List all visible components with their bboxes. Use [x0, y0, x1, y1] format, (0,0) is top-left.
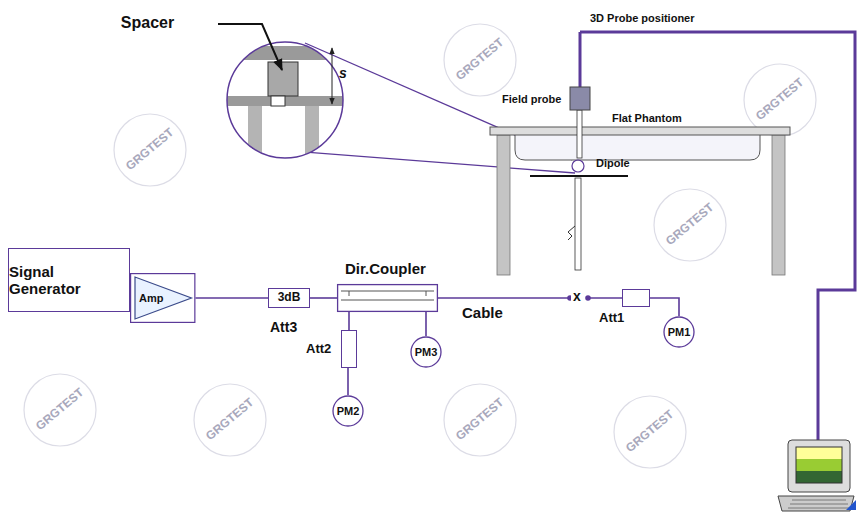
flat-phantom [490, 127, 790, 275]
part-label: Flat Phantom [612, 112, 682, 124]
rf-cable-part [586, 296, 590, 300]
spacer-detail-part [227, 42, 347, 172]
component-box: Spacer [80, 2, 215, 44]
part-name: Att1 [599, 311, 624, 326]
computer-part [788, 500, 850, 508]
field-probe-part [579, 32, 582, 87]
dimension-arrow [332, 48, 333, 104]
watermark: GRGTEST [664, 201, 717, 248]
watermark: GRGTEST [624, 408, 677, 455]
computer-part [796, 471, 842, 483]
dipole-part [568, 226, 575, 240]
part-label: s [339, 66, 347, 81]
field-probe-part [570, 87, 590, 110]
watermark: GRGTEST [454, 396, 507, 443]
flat-phantom-part [490, 127, 790, 135]
computer-part [796, 447, 842, 459]
positioner-cable [580, 32, 855, 440]
rf-cable [195, 297, 268, 299]
watermark: GRGTEST [34, 386, 87, 433]
watermark: GRGTEST [204, 396, 257, 443]
rf-cable [438, 296, 622, 300]
box-label: PM1 [668, 326, 691, 339]
dipole-part [530, 175, 628, 177]
zoom-circle [227, 42, 343, 158]
rf-cable [348, 312, 350, 330]
flat-phantom-part [515, 135, 760, 160]
watermark: GRGTEST [124, 126, 177, 173]
box-label: 3dB [278, 291, 301, 305]
coupler-outline [337, 284, 438, 312]
spacer-detail-part [271, 96, 285, 106]
meter-circle [411, 337, 441, 367]
watermark-rings-part [194, 384, 266, 456]
watermark-rings-part [614, 396, 686, 468]
computer-part [796, 459, 842, 471]
leader-line [218, 24, 282, 70]
part-label: Att3 [270, 320, 297, 335]
component-box: Dir.Coupler [337, 284, 438, 312]
dipole-part [572, 160, 584, 172]
spacer-detail-part [305, 106, 319, 168]
amp-frame [131, 274, 195, 323]
watermark-rings-part [654, 189, 726, 261]
part-label: 3D Probe positioner [590, 12, 695, 24]
coupler-frame [338, 285, 438, 312]
component-box: Att2 [341, 330, 357, 368]
rf-cable-part [438, 297, 570, 299]
rf-cable [347, 368, 349, 395]
computer-part [796, 447, 842, 483]
rf-cable [425, 312, 427, 336]
meter-circle [333, 396, 363, 426]
watermark-rings-part [114, 114, 186, 186]
coupler-lines [341, 291, 434, 300]
box-label: PM3 [415, 346, 438, 359]
power-meter: PM1 [663, 316, 695, 348]
meter-circle [664, 317, 694, 347]
dipole-part [575, 178, 581, 270]
rf-cable-part [586, 297, 622, 299]
part-label: Cable [462, 305, 503, 322]
part-name: Att2 [306, 342, 331, 357]
box-label: Spacer [121, 14, 174, 32]
computer-part [778, 496, 854, 511]
watermark-rings [24, 24, 816, 468]
computer [778, 440, 856, 511]
watermark-rings-part [24, 374, 96, 446]
part-label: Dipole [596, 157, 630, 169]
spacer-detail-part [268, 62, 298, 96]
box-label: Signal Generator [9, 263, 129, 298]
field-probe-part [577, 110, 582, 158]
computer-part [788, 440, 850, 492]
spacer-detail [227, 42, 347, 172]
rf-cable [650, 298, 679, 316]
power-meter: PM2 [332, 395, 364, 427]
watermark: GRGTEST [754, 76, 807, 123]
flat-phantom-part [772, 135, 785, 275]
box-label: Amp [130, 292, 163, 305]
component-box: 3dB [268, 288, 310, 308]
watermark-rings-part [444, 384, 516, 456]
box-label: PM2 [337, 405, 360, 418]
watermark-rings-part [744, 64, 816, 136]
flat-phantom-part [497, 135, 510, 275]
part-label: Field probe [502, 93, 561, 105]
component-box: Signal Generator [8, 248, 130, 312]
spacer-detail-part [248, 106, 262, 168]
spacer-detail-part [227, 96, 347, 106]
computer-part [846, 500, 856, 510]
field-probe [570, 32, 590, 158]
component-box: Att1 [622, 289, 650, 307]
part-label: x [571, 289, 583, 304]
watermark: GRGTEST [454, 36, 507, 83]
power-meter: PM3 [410, 336, 442, 368]
part-name: Dir.Coupler [345, 260, 426, 277]
dipole [530, 160, 628, 270]
watermark-rings-part [444, 24, 516, 96]
rf-cable [310, 297, 337, 299]
amplifier-box: Amp [130, 273, 195, 323]
